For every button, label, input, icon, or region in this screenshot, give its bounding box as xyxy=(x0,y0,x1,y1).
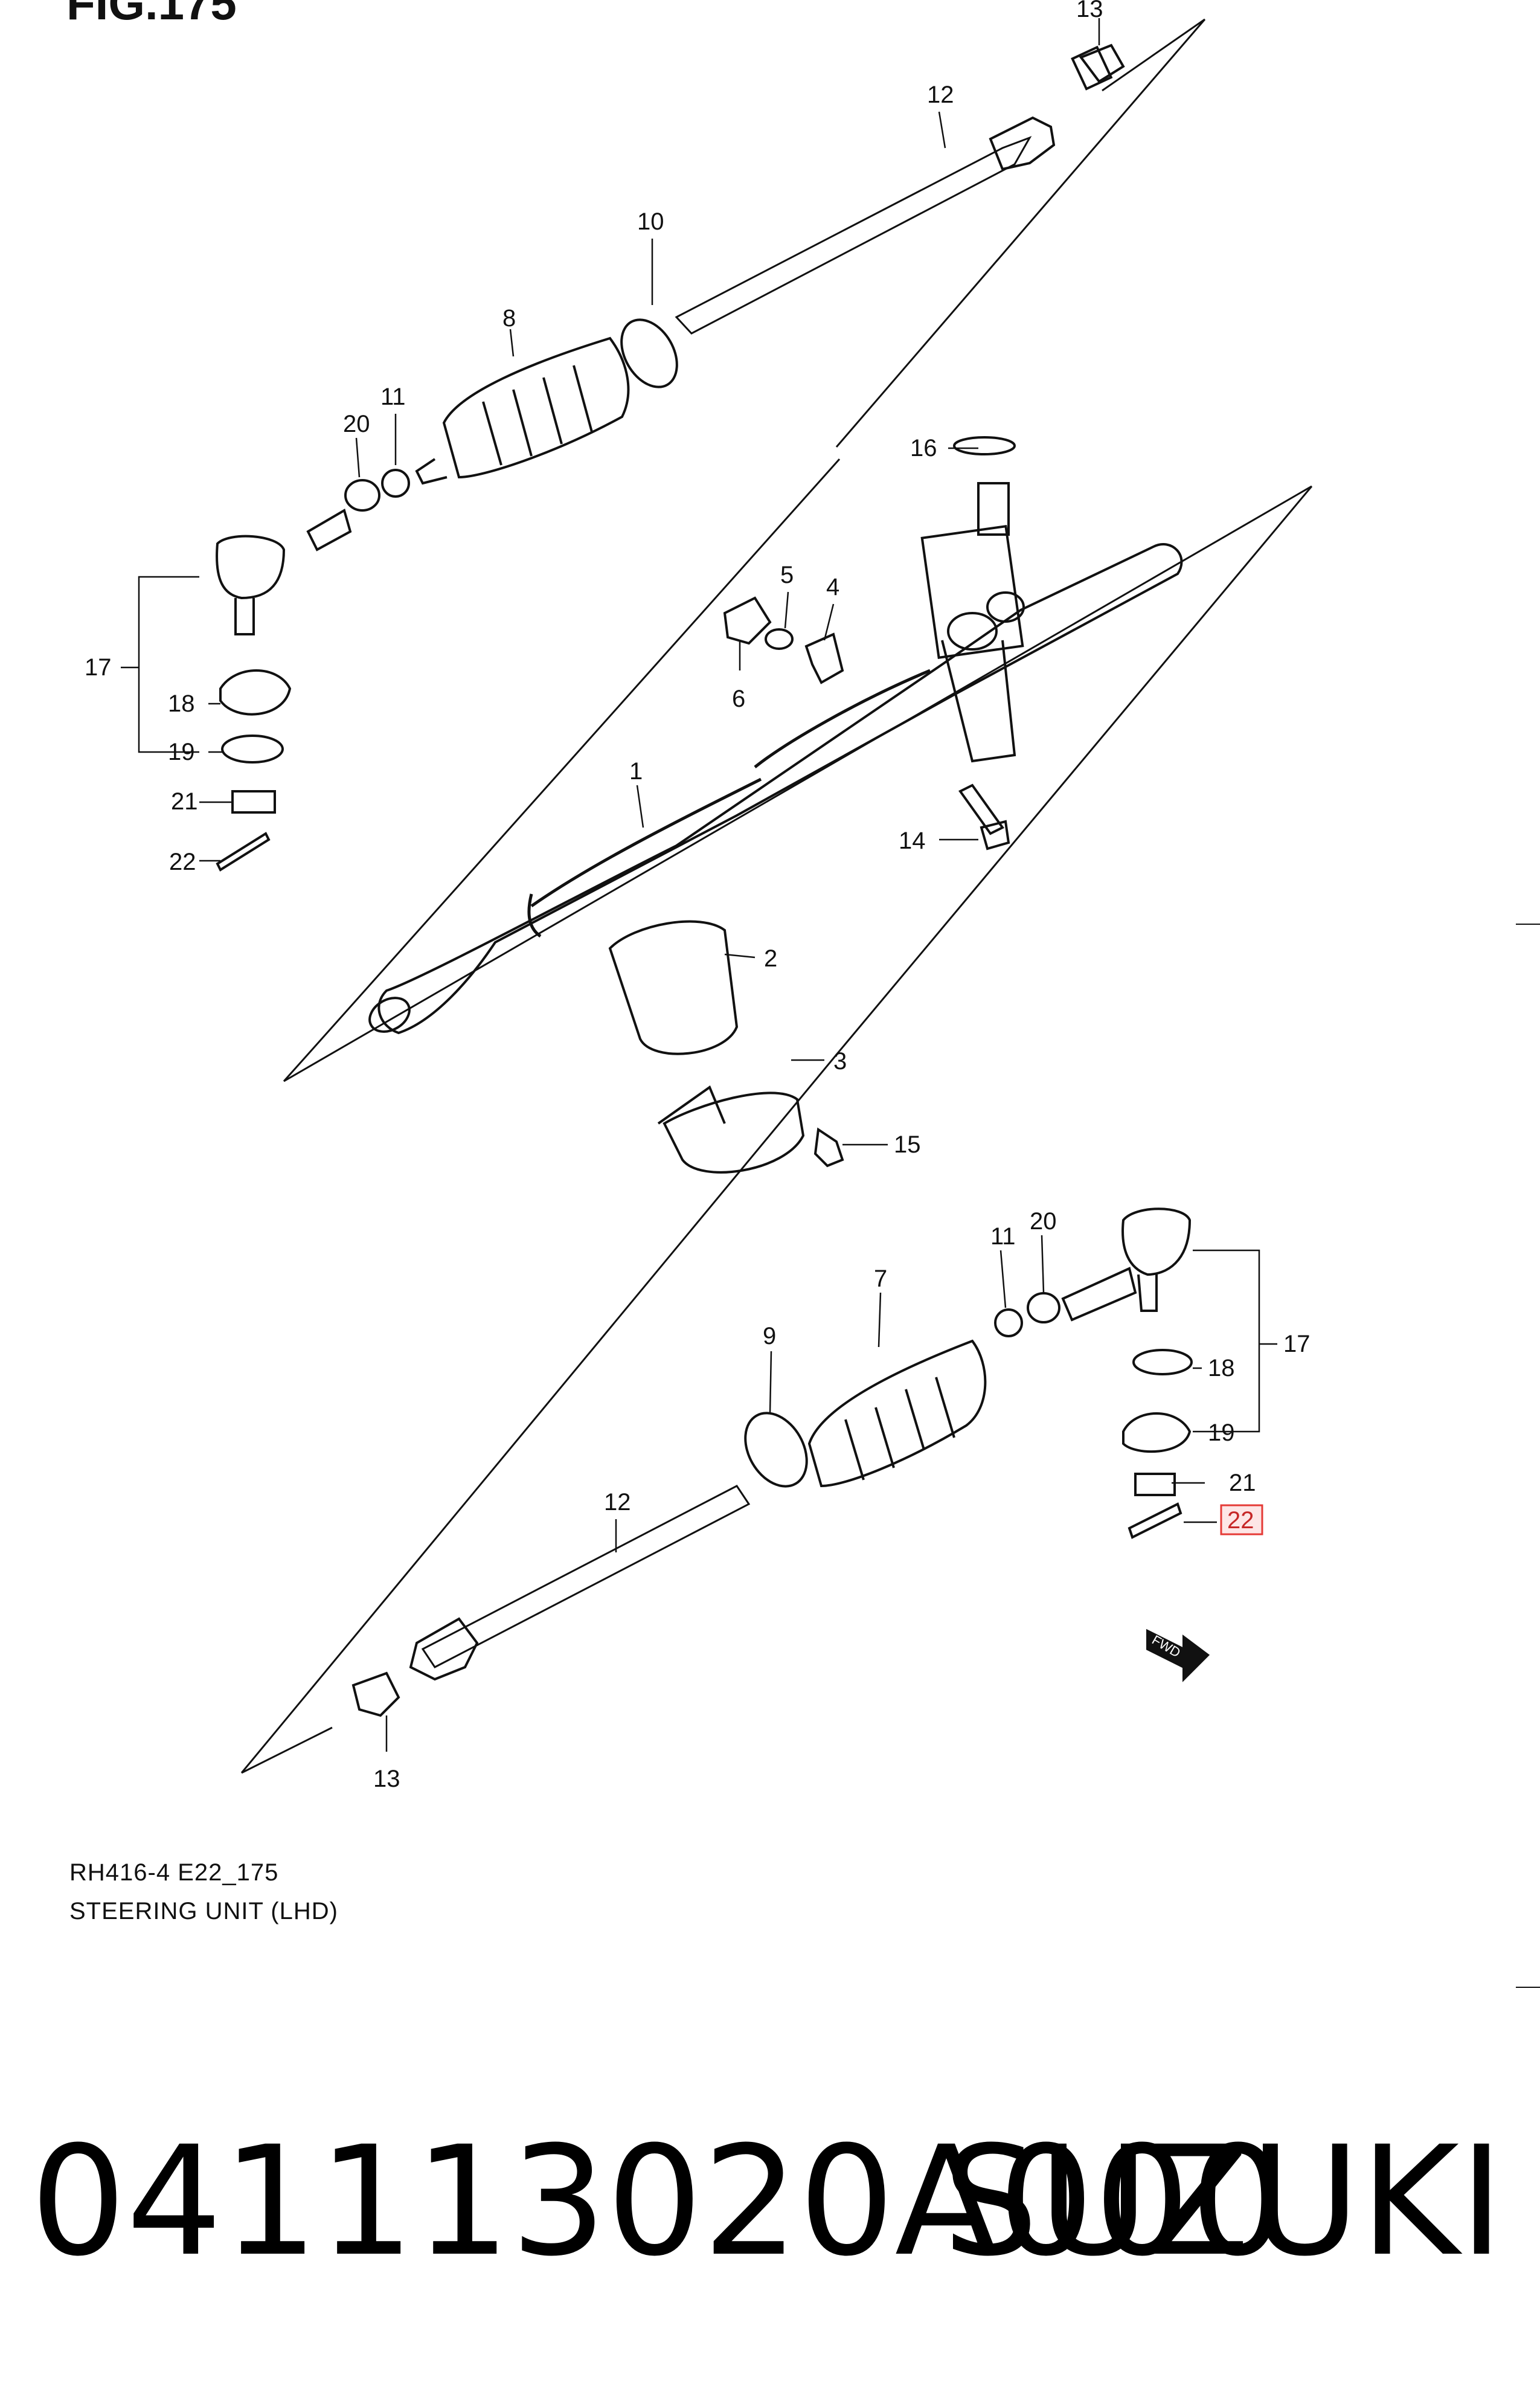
callout-11-bottom: 11 xyxy=(990,1223,1016,1250)
callout-16: 16 xyxy=(910,435,937,461)
callout-20-top: 20 xyxy=(343,411,370,437)
lower-tie-rod-assembly xyxy=(351,1207,1193,1717)
callout-13-bottom: 13 xyxy=(373,1766,400,1792)
callout-19-left: 19 xyxy=(168,739,195,765)
leader-lines xyxy=(121,18,1277,1752)
callout-14: 14 xyxy=(899,828,926,854)
brand-name: SUZUKI xyxy=(942,2114,1504,2289)
callout-12-bottom: 12 xyxy=(604,1489,631,1516)
frame-lines xyxy=(240,18,1313,1774)
callout-6: 6 xyxy=(732,686,745,712)
callout-13-top: 13 xyxy=(1076,0,1103,22)
callout-17-right: 17 xyxy=(1283,1331,1311,1357)
mount-brackets xyxy=(608,920,844,1174)
callout-4: 4 xyxy=(826,574,839,600)
callout-3: 3 xyxy=(833,1048,847,1075)
callout-12-top: 12 xyxy=(927,82,954,108)
lower-boot-7 xyxy=(807,1339,987,1488)
callout-18-left: 18 xyxy=(168,690,195,717)
callout-22-right: 22 xyxy=(1227,1507,1254,1534)
steering-gear-housing xyxy=(368,482,1183,1035)
edge-marks xyxy=(1516,924,1540,1988)
highlighted-callout-22: 22 xyxy=(1220,1504,1263,1535)
callout-9: 9 xyxy=(763,1323,776,1349)
figure-title: FIG.175 xyxy=(66,0,237,30)
callout-2: 2 xyxy=(764,945,777,972)
callout-19-right: 19 xyxy=(1208,1419,1235,1446)
callout-1: 1 xyxy=(629,758,643,785)
fwd-arrow-icon: FWD xyxy=(1146,1628,1210,1682)
callout-22-left: 22 xyxy=(169,849,196,875)
callout-10: 10 xyxy=(637,208,664,235)
figure-name: STEERING UNIT (LHD) xyxy=(69,1898,338,1924)
callout-5: 5 xyxy=(780,562,794,588)
callout-17-left: 17 xyxy=(85,654,112,681)
callout-15: 15 xyxy=(894,1131,921,1158)
callout-11-top: 11 xyxy=(380,384,406,410)
upper-boot-8 xyxy=(415,336,630,485)
callout-21-right: 21 xyxy=(1229,1470,1256,1496)
callout-20-bottom: 20 xyxy=(1030,1208,1057,1235)
callout-18-right: 18 xyxy=(1208,1355,1235,1381)
upper-tie-rod-assembly xyxy=(216,43,1125,872)
small-fittings xyxy=(723,436,1016,850)
callout-21-left: 21 xyxy=(171,788,198,815)
figure-code: RH416-4 E22_175 xyxy=(69,1859,279,1886)
callout-7: 7 xyxy=(874,1265,887,1292)
steering-unit-diagram: FWD xyxy=(85,0,1540,1988)
part-number: 041113020A000 xyxy=(30,2114,1286,2289)
callout-8: 8 xyxy=(502,305,516,332)
callout-numbers: 13 12 10 8 11 20 16 17 18 19 21 22 5 4 6… xyxy=(85,0,1311,1792)
